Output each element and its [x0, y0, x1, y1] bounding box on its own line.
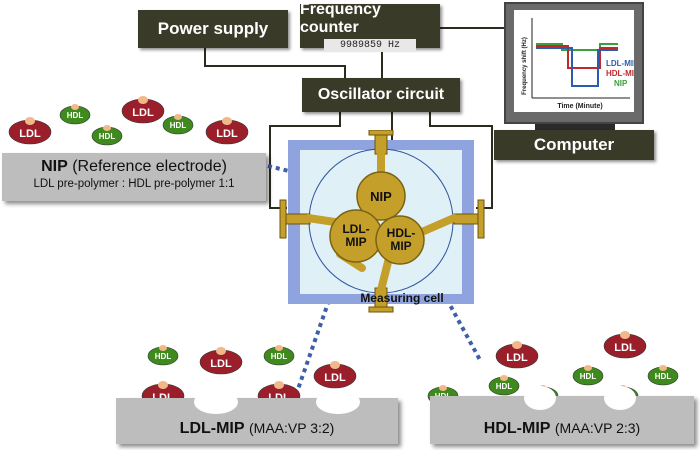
hdl-mip-imprint-cavities	[524, 386, 636, 410]
power-supply-label: Power supply	[157, 19, 269, 38]
imprint-cavity	[194, 390, 238, 414]
graph-legend-hdl-mip: HDL-MIP	[606, 69, 634, 78]
nip-reference-panel: NIP (Reference electrode) LDL pre-polyme…	[2, 153, 266, 201]
ldl-mip-ratio: (MAA:VP 3:2)	[249, 420, 335, 436]
hdl-particle-label: HDL	[496, 382, 513, 391]
hdl-particle: HDL	[488, 375, 520, 396]
frequency-display: 9989859 Hz	[323, 38, 416, 52]
ldl-particle: LDL	[313, 361, 357, 389]
ldl-mip-imprint-cavities	[194, 390, 360, 414]
ldl-particle-label: LDL	[19, 128, 41, 140]
hdl-particle-label: HDL	[155, 352, 172, 361]
hdl-particle-label: HDL	[655, 372, 672, 381]
hdl-particle-label: HDL	[99, 132, 116, 141]
imprint-cavity	[524, 386, 556, 410]
ldl-particle: LDL	[205, 117, 249, 145]
ldl-particle: LDL	[603, 331, 647, 359]
measuring-cell-label: Measuring cell	[360, 291, 443, 305]
nip-panel-subtitle: (Reference electrode)	[72, 158, 227, 175]
graph-legend-nip: NIP	[614, 79, 628, 88]
ldl-mip-caption: LDL-MIP (MAA:VP 3:2)	[116, 420, 398, 438]
ldl-particle: LDL	[199, 347, 243, 375]
computer-screen: Frequency shift (Hz) Time (Minute) LDL-M…	[514, 10, 640, 112]
oscillator-circuit-label: Oscillator circuit	[317, 86, 445, 103]
hdl-particle: HDL	[147, 345, 179, 366]
hdl-mip-title: HDL-MIP	[483, 420, 551, 437]
power-supply-box: Power supply	[138, 10, 288, 48]
ldl-particle: LDL	[121, 96, 165, 124]
electrode-ldl-mip-label-line1: LDL-	[342, 222, 369, 236]
electrode-hdl-mip-label-line1: HDL-	[387, 226, 416, 240]
electrode-nip	[356, 171, 406, 221]
ldl-particle-label: LDL	[216, 128, 238, 140]
frequency-counter-box: Frequency counter 9989859 Hz	[300, 0, 440, 52]
computer-label: Computer	[533, 135, 615, 154]
imprint-cavity	[316, 390, 360, 414]
hdl-particle: HDL	[59, 104, 91, 125]
wire-oscillator-right	[429, 112, 493, 209]
computer-stand	[535, 124, 615, 130]
electrode-nip-label: NIP	[370, 189, 392, 204]
graph-line-hdl-mip	[536, 45, 618, 69]
pin-bottom-cap	[368, 306, 394, 313]
electrode-hdl-mip	[375, 215, 425, 265]
hdl-particle-label: HDL	[580, 372, 597, 381]
oscillator-circuit-box: Oscillator circuit	[302, 78, 460, 112]
hdl-mip-panel	[430, 396, 694, 444]
measuring-cell: NIP LDL- MIP HDL- MIP Measuring cell	[279, 130, 485, 313]
ldl-particle-label: LDL	[506, 352, 528, 364]
graph-line-ldl-mip	[536, 47, 618, 87]
hdl-particle: HDL	[91, 125, 123, 146]
ldl-particle-label: LDL	[324, 372, 346, 384]
electrode-ldl-mip-label-line2: MIP	[345, 235, 366, 249]
free-particles-nip: HDL LDL HDL HDL LDL LDL	[8, 96, 249, 146]
hdl-mip-ratio: (MAA:VP 2:3)	[554, 420, 641, 436]
ldl-particle-label: LDL	[614, 342, 636, 354]
graph-legend-ldl-mip: LDL-MIP	[606, 59, 634, 68]
computer-box: Computer	[494, 130, 654, 160]
wire-oscillator-left	[269, 112, 341, 209]
imprint-cavity	[604, 386, 636, 410]
ldl-mip-title: LDL-MIP	[179, 420, 245, 437]
computer-monitor: Frequency shift (Hz) Time (Minute) LDL-M…	[504, 2, 644, 124]
hdl-particle-label: HDL	[67, 111, 84, 120]
graph-line-nip	[536, 43, 618, 51]
hdl-particle: HDL	[263, 345, 295, 366]
pin-left-cap	[279, 199, 287, 239]
hdl-particle: HDL	[572, 365, 604, 386]
hdl-particle-label: HDL	[170, 121, 187, 130]
hdl-particle: HDL	[162, 114, 194, 135]
frequency-counter-label: Frequency counter	[300, 0, 381, 36]
graph-x-label: Time (Minute)	[557, 103, 602, 110]
frequency-shift-graph: Frequency shift (Hz) Time (Minute) LDL-M…	[522, 18, 640, 110]
ldl-particle: LDL	[495, 341, 539, 369]
pin-right-cap	[477, 199, 485, 239]
dotted-link-hdl	[418, 249, 482, 361]
ldl-particle: LDL	[8, 117, 52, 145]
hdl-particle: HDL	[647, 365, 679, 386]
nip-panel-ratio: LDL pre-polymer : HDL pre-polymer 1:1	[33, 178, 235, 190]
electrode-hdl-mip-label-line2: MIP	[390, 239, 411, 253]
wire-power-oscillator	[204, 48, 346, 78]
ldl-particle-label: LDL	[132, 107, 154, 119]
hdl-mip-caption: HDL-MIP (MAA:VP 2:3)	[430, 420, 694, 438]
hdl-particle-label: HDL	[271, 352, 288, 361]
graph-y-label: Frequency shift (Hz)	[522, 37, 528, 95]
pin-top-cap	[368, 130, 394, 136]
nip-panel-title: NIP	[41, 158, 68, 175]
ldl-particle-label: LDL	[210, 358, 232, 370]
